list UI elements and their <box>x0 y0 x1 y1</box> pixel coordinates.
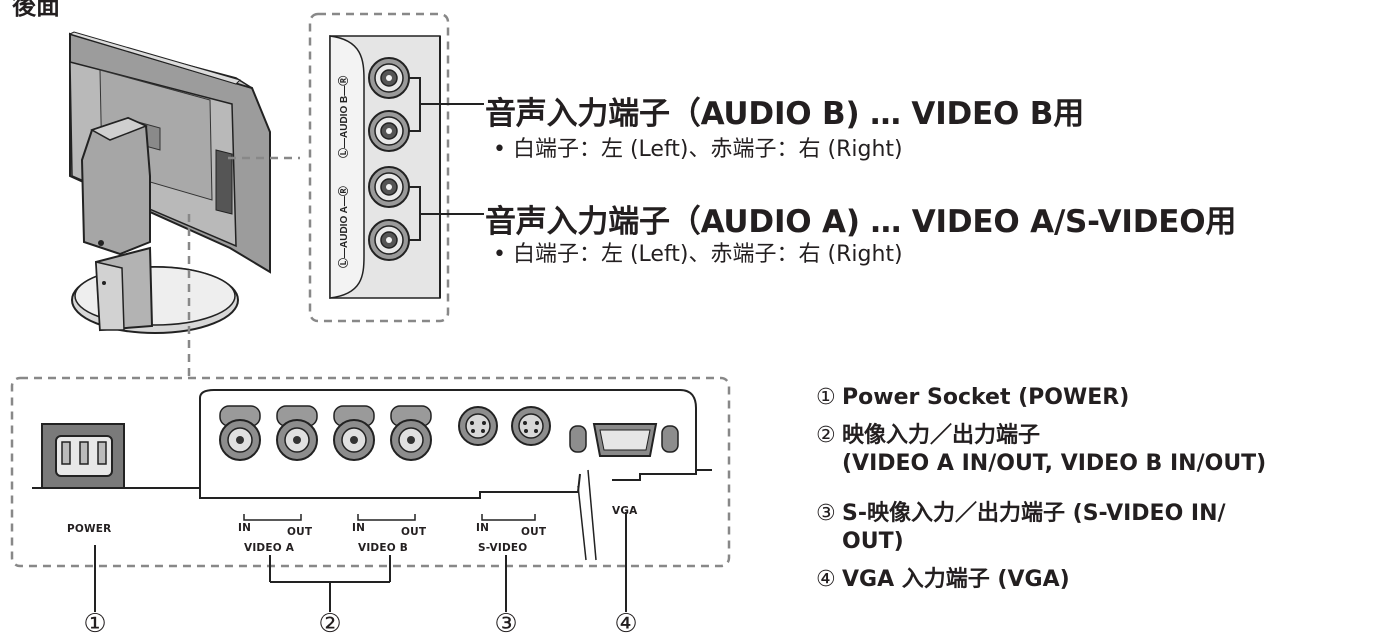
page-title: 後面 <box>12 0 60 20</box>
audio-a-panel-label: Ⓛ—AUDIO A—Ⓡ <box>337 186 350 268</box>
s-video-label: S-VIDEO <box>478 542 528 554</box>
vga-label: VGA <box>612 505 638 517</box>
s-video-connector <box>511 406 551 446</box>
legend-text: 映像入力／出力端子 <box>842 423 1041 448</box>
callout-number: ④ <box>614 609 638 639</box>
rca-jack <box>368 110 410 152</box>
s-video-out-label: OUT <box>521 526 547 538</box>
s-video-connector <box>458 406 498 446</box>
video-a-in-label: IN <box>238 522 252 534</box>
audio-b-heading: 音声入力端子（AUDIO B) … VIDEO B用 <box>485 96 1085 132</box>
legend-text: VGA 入力端子 (VGA) <box>842 567 1070 592</box>
rca-jack <box>368 166 410 208</box>
bnc-connector <box>390 405 432 461</box>
audio-a-note: • 白端子：左 (Left)、赤端子：右 (Right) <box>493 242 903 267</box>
video-b-label: VIDEO B <box>358 542 408 554</box>
legend-number: ① <box>816 385 836 410</box>
rca-jack <box>368 219 410 261</box>
legend-text: S-映像入力／出力端子 (S-VIDEO IN/ <box>842 501 1226 526</box>
bnc-connector <box>333 405 375 461</box>
callout-number: ② <box>318 609 342 639</box>
bnc-connector <box>219 405 261 461</box>
legend-text-continued: (VIDEO A IN/OUT, VIDEO B IN/OUT) <box>842 451 1267 476</box>
legend-number: ② <box>816 423 836 448</box>
legend-number: ④ <box>816 567 836 592</box>
video-a-out-label: OUT <box>287 526 313 538</box>
video-b-in-label: IN <box>352 522 366 534</box>
rca-jack <box>368 57 410 99</box>
power-socket <box>41 423 125 489</box>
bnc-connector <box>276 405 318 461</box>
legend-text: Power Socket (POWER) <box>842 385 1130 410</box>
video-b-out-label: OUT <box>401 526 427 538</box>
connector-zoom-box <box>10 376 731 568</box>
audio-a-heading: 音声入力端子（AUDIO A) … VIDEO A/S-VIDEO用 <box>485 204 1237 240</box>
audio-b-note: • 白端子：左 (Left)、赤端子：右 (Right) <box>493 137 903 162</box>
power-label: POWER <box>67 523 112 535</box>
vga-connector <box>569 423 679 457</box>
legend-text-continued: OUT) <box>842 529 904 554</box>
legend-number: ③ <box>816 501 836 526</box>
monitor-illustration <box>68 31 271 334</box>
callout-number: ① <box>83 609 107 639</box>
video-a-label: VIDEO A <box>244 542 295 554</box>
callout-number: ③ <box>494 609 518 639</box>
s-video-in-label: IN <box>476 522 490 534</box>
audio-b-panel-label: Ⓛ—AUDIO B—Ⓡ <box>337 76 350 158</box>
